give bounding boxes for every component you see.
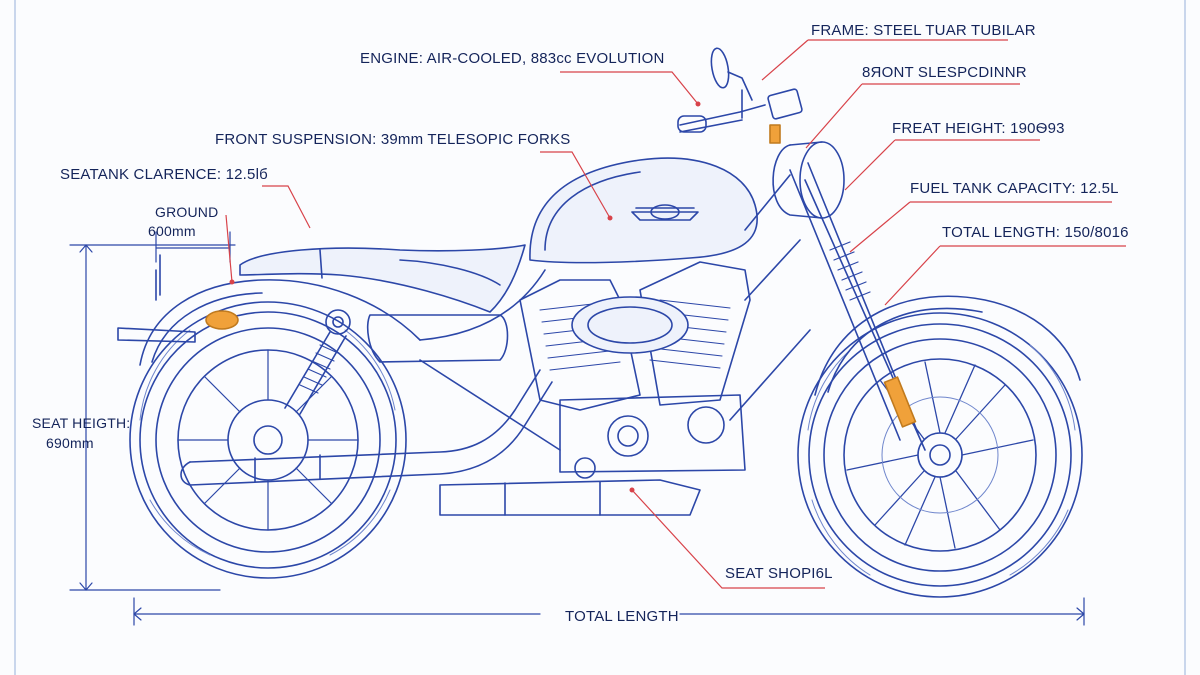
rear-shock	[284, 309, 351, 415]
frame	[419, 174, 811, 451]
seat-tank-clearance-label: SEATANK CLARENCE: 12.5lб	[60, 166, 268, 183]
seat-height-value: 690mm	[46, 435, 94, 451]
front-forks	[789, 162, 926, 451]
engine	[519, 261, 751, 479]
front-height-label: FREAT HEIGHT: 190Ѳ93	[892, 120, 1065, 137]
rear-wheel	[129, 301, 407, 579]
front-suspension-alt-label: 8ЯONT SLESPCDINNR	[862, 64, 1027, 81]
front-wheel	[797, 312, 1083, 598]
rear-fender	[117, 254, 421, 366]
front-fender	[814, 295, 1081, 396]
seat-height-label: SEAT HEIGTH:	[32, 415, 131, 431]
ground-value: 600mm	[148, 223, 196, 239]
handlebars	[677, 47, 803, 144]
front-suspension-label: FRONT SUSPENSION: 39mm TELESOPIC FORKS	[215, 131, 571, 148]
dimension-lines	[69, 231, 1085, 626]
winged-badge-icon	[631, 204, 699, 221]
seat	[239, 244, 526, 313]
fuel-tank-capacity-label: FUEL TANK CAPACITY: 12.5L	[910, 180, 1119, 197]
exhaust	[180, 369, 701, 516]
headlight	[772, 141, 845, 219]
seat-shopi-label: SEAT SHOPI6L	[725, 565, 833, 582]
frame-label: FRAME: STEEL TUAR TUBILAR	[811, 22, 1036, 39]
engine-label: ENGINE: AIR-COOLED, 883cc EVOLUTION	[360, 50, 665, 67]
leader-lines	[225, 39, 1126, 589]
frame-border-right	[1184, 0, 1186, 675]
total-length-spec-label: TOTAL LENGTH: 150/8016	[942, 224, 1129, 241]
ground-label: GROUND	[155, 204, 219, 220]
frame-border-left	[14, 0, 16, 675]
total-length-label: TOTAL LENGTH	[565, 608, 679, 625]
fuel-tank	[529, 157, 758, 264]
side-cover	[366, 314, 509, 363]
